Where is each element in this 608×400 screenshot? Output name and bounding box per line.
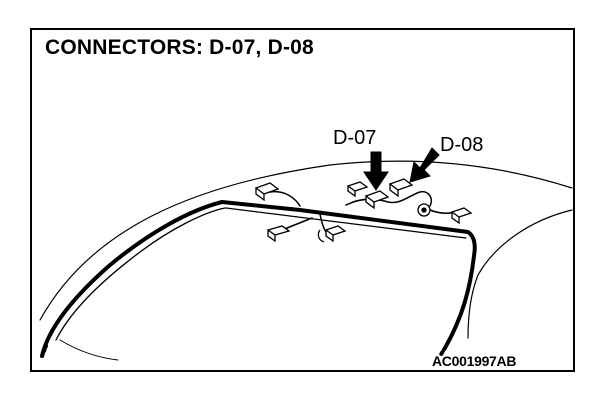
windshield-frame-inner [55,207,226,341]
connector-center [324,225,347,243]
diagram-title: CONNECTORS: D-07, D-08 [45,36,314,59]
connector-left [254,182,280,202]
arrow-down-left-icon [409,147,440,183]
diagram-frame [30,28,575,372]
roof-side-outline [467,209,573,339]
arrow-down-icon [363,151,389,191]
harness-wire-lamp [345,190,432,207]
roof-outline [39,160,573,321]
harness-wire-left [269,190,301,207]
wire-clip [317,229,325,243]
connector-d07 [364,190,390,210]
frame-inner-right [225,207,467,239]
connector-d08 [388,178,414,198]
connector-top-left [346,181,369,198]
callout-label-d07: D-07 [333,127,377,149]
frame-dash-left [40,344,48,358]
frame-dash-right [438,346,447,358]
windshield-frame-thick [40,200,477,358]
windshield-lower-line [59,339,119,361]
connector-right [450,207,473,225]
harness-wire-small [281,217,313,231]
connector-lower-left [266,225,291,243]
callout-label-d08: D-08 [440,134,484,156]
figure-code: AC001997AB [432,353,517,369]
